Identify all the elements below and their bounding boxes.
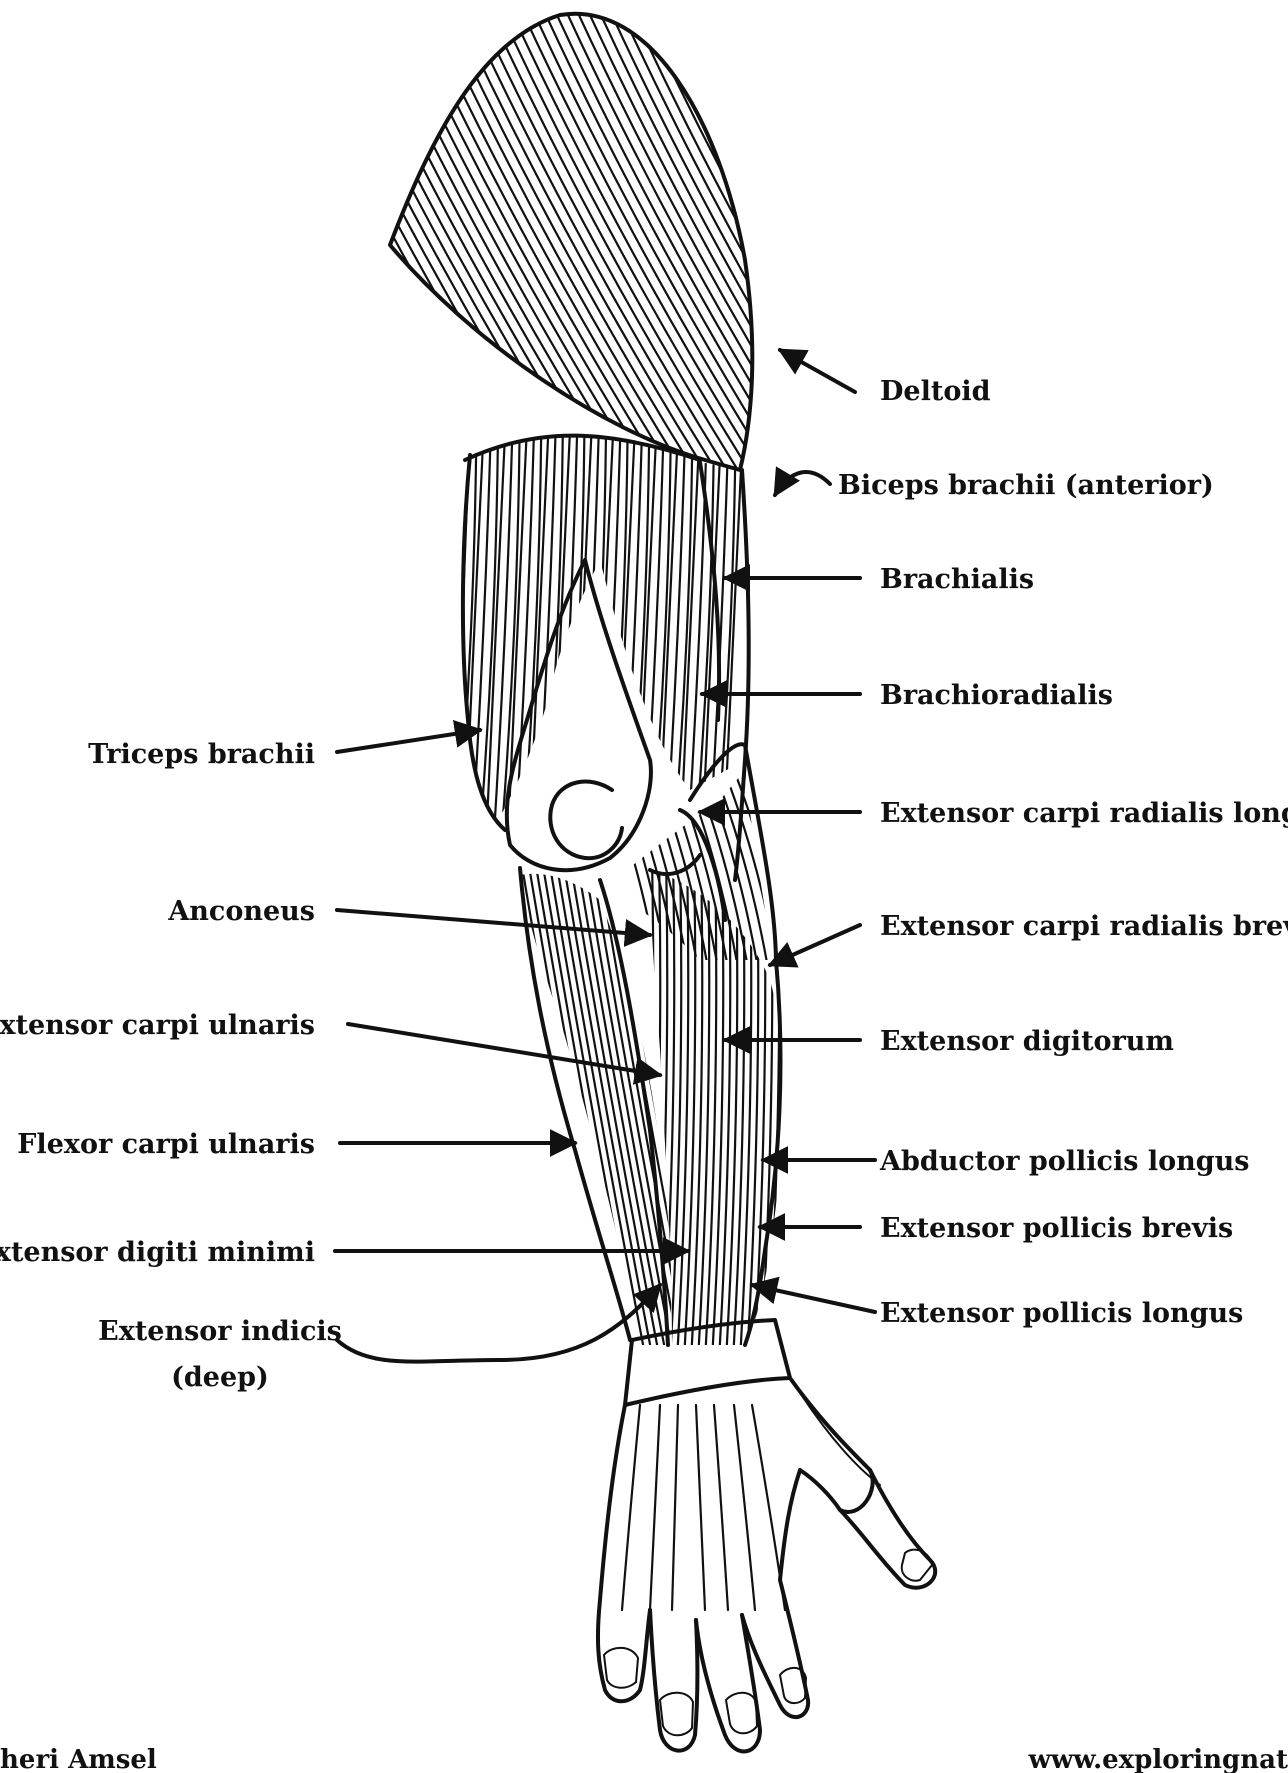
label-ext-carpi-rad-longus: Extensor carpi radialis longus [880, 798, 1288, 829]
deltoid-fiber [121, 0, 381, 480]
extensor-tendon [650, 1405, 660, 1610]
forearm-fiber [684, 860, 695, 1360]
deltoid-muscle [110, 0, 1107, 480]
pointer-anconeus [337, 910, 650, 935]
pointer-ext-indicis [337, 1285, 660, 1362]
forearm-fiber [740, 760, 800, 980]
deltoid-fiber [176, 0, 436, 480]
deltoid-fiber [759, 0, 1019, 480]
deltoid-fiber [154, 0, 414, 480]
deltoid-fiber [781, 0, 1041, 480]
deltoid-fiber [715, 0, 975, 480]
deltoid-fiber [726, 0, 986, 480]
deltoid-fiber [132, 0, 392, 480]
extensor-tendon [734, 1405, 755, 1610]
extensor-tendon [714, 1405, 728, 1610]
deltoid-fiber [231, 0, 491, 480]
label-flexor-carpi-ulnaris: Flexor carpi ulnaris [17, 1129, 315, 1160]
label-anconeus: Anconeus [167, 896, 315, 927]
label-ext-pollicis-brevis: Extensor pollicis brevis [880, 1213, 1233, 1244]
pointer-ext-carpi-rad-brevis [770, 925, 860, 965]
extensor-tendon [622, 1405, 640, 1610]
deltoid-fiber [836, 0, 1096, 480]
deltoid-fiber [253, 0, 513, 480]
forearm-fiber [730, 760, 790, 980]
label-brachialis: Brachialis [880, 564, 1034, 595]
label-biceps-brachii: Biceps brachii (anterior) [838, 470, 1214, 501]
credits: heri Amsel www.exploringnat [0, 1745, 1288, 1773]
deltoid-fiber [198, 0, 458, 480]
label-ext-carpi-ulnaris: Extensor carpi ulnaris [0, 1010, 315, 1041]
deltoid-fiber [770, 0, 1030, 480]
label-triceps-brachii: Triceps brachii [88, 739, 315, 770]
forearm-fiber [542, 860, 632, 1360]
pointer-triceps [337, 730, 480, 752]
author-credit: heri Amsel [0, 1745, 157, 1773]
extensor-tendon [696, 1405, 705, 1610]
extensor-tendon [752, 1405, 785, 1610]
deltoid-fiber [187, 0, 447, 480]
deltoid-fiber [209, 0, 469, 480]
pointer-deltoid [780, 350, 855, 392]
deltoid-fiber [220, 0, 480, 480]
hand [598, 1378, 935, 1751]
label-abductor-pollicis-longus: Abductor pollicis longus [879, 1146, 1249, 1177]
deltoid-fiber [242, 0, 502, 480]
forearm-fiber [750, 760, 810, 980]
forearm [500, 744, 810, 1360]
arm-illustration [110, 0, 1107, 1751]
forearm-fiber [670, 860, 681, 1360]
forearm-fiber [782, 860, 793, 1360]
deltoid-fiber [792, 0, 1052, 480]
pointer-biceps [775, 472, 830, 495]
deltoid-fiber [165, 0, 425, 480]
website-credit: www.exploringnat [1028, 1745, 1288, 1773]
forearm-fiber [720, 760, 780, 980]
pointer-ext-pollicis-longus [752, 1285, 875, 1312]
deltoid-fiber [748, 0, 1008, 480]
label-ext-digitorum: Extensor digitorum [880, 1026, 1174, 1057]
forearm-fiber [710, 760, 770, 980]
forearm-fiber [698, 860, 709, 1360]
upper-arm-fiber [442, 430, 462, 860]
deltoid-fiber [803, 0, 1063, 480]
deltoid-fiber [143, 0, 403, 480]
deltoid-fiber [825, 0, 1085, 480]
label-deltoid: Deltoid [880, 376, 991, 407]
deltoid-fiber [814, 0, 1074, 480]
forearm-fiber [660, 760, 720, 980]
deltoid-fiber [737, 0, 997, 480]
label-ext-indicis-deep: (deep) [171, 1362, 269, 1393]
deltoid-fiber [847, 0, 1107, 480]
label-ext-carpi-rad-brevis: Extensor carpi radialis brevis [880, 911, 1288, 942]
deltoid-fiber [110, 0, 370, 480]
label-ext-pollicis-longus: Extensor pollicis longus [880, 1298, 1243, 1329]
label-ext-indicis: Extensor indicis [98, 1316, 342, 1347]
extensor-tendon [672, 1405, 678, 1610]
label-brachioradialis: Brachioradialis [880, 680, 1113, 711]
label-ext-digiti-minimi: Extensor digiti minimi [0, 1237, 315, 1268]
